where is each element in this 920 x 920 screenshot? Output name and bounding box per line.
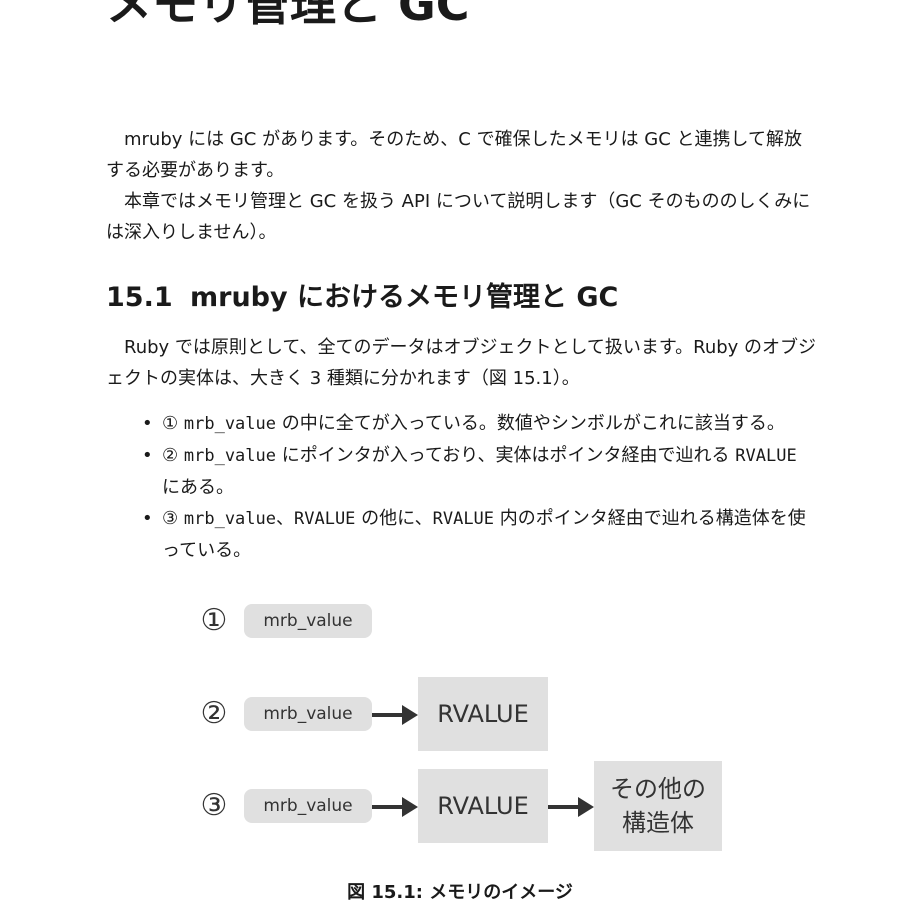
bullet-dot: • (142, 508, 153, 529)
code-mrb-value: mrb_value (183, 414, 276, 434)
bullet-marker: ③ (162, 508, 179, 529)
arrow-icon (548, 797, 594, 817)
section-body: Ruby では原則として、全てのデータはオブジェクトとして扱います。Ruby の… (106, 332, 818, 394)
code-rvalue: RVALUE (432, 509, 495, 529)
row-3-rvalue-box: RVALUE (418, 769, 548, 843)
section-title: mruby におけるメモリ管理と GC (190, 282, 619, 313)
bullet-text: の他に、 (355, 508, 433, 529)
code-rvalue: RVALUE (735, 446, 797, 466)
bullet-marker: ② (162, 445, 179, 466)
intro-paragraph-2: 本章ではメモリ管理と GC を扱う API について説明します（GC そのものの… (106, 191, 811, 243)
figure-caption: 図 15.1: メモリのイメージ (347, 882, 573, 903)
section-paragraph: Ruby では原則として、全てのデータはオブジェクトとして扱います。Ruby の… (106, 337, 817, 389)
bullet-text: にある。 (162, 477, 234, 498)
bullet-text: 内のポインタ経由で辿れる構造体を使っている。 (162, 508, 806, 561)
row-3-marker: ③ (200, 788, 228, 823)
intro-paragraph-1: mruby には GC があります。そのため、C で確保したメモリは GC と連… (106, 129, 803, 181)
other-struct-label-line-2: 構造体 (622, 809, 694, 837)
list-item: • ② mrb_value にポインタが入っており、実体はポインタ経由で辿れる … (106, 440, 818, 503)
bullet-dot: • (142, 445, 153, 466)
arrow-icon (372, 797, 418, 817)
chapter-title: メモリ管理と GC (106, 0, 470, 31)
row-1-mrb-value-box: mrb_value (244, 604, 372, 638)
row-1-marker: ① (200, 603, 228, 638)
list-item: • ① mrb_value の中に全てが入っている。数値やシンボルがこれに該当す… (106, 408, 818, 440)
row-2-rvalue-box: RVALUE (418, 677, 548, 751)
row-3-other-struct-box: その他の 構造体 (594, 761, 722, 851)
arrow-icon (372, 705, 418, 725)
code-rvalue: RVALUE (294, 509, 356, 529)
row-2-mrb-value-box: mrb_value (244, 697, 372, 731)
row-3-mrb-value-box: mrb_value (244, 789, 372, 823)
code-mrb-value: mrb_value (183, 509, 276, 529)
bullet-list: • ① mrb_value の中に全てが入っている。数値やシンボルがこれに該当す… (106, 408, 818, 566)
bullet-marker: ① (162, 413, 179, 434)
memory-figure: ① mrb_value ② mrb_value RVALUE ③ mrb_val… (0, 580, 920, 920)
bullet-text: 、 (276, 508, 294, 529)
bullet-text: にポインタが入っており、実体はポインタ経由で辿れる (276, 445, 736, 466)
row-2-marker: ② (200, 696, 228, 731)
other-struct-label-line-1: その他の (610, 775, 706, 803)
bullet-dot: • (142, 413, 153, 434)
bullet-text: の中に全てが入っている。数値やシンボルがこれに該当する。 (276, 413, 785, 434)
intro: mruby には GC があります。そのため、C で確保したメモリは GC と連… (106, 124, 818, 248)
section-heading: 15.1 mruby におけるメモリ管理と GC (106, 280, 618, 316)
code-mrb-value: mrb_value (183, 446, 276, 466)
list-item: • ③ mrb_value、RVALUE の他に、RVALUE 内のポインタ経由… (106, 503, 818, 566)
section-number: 15.1 (106, 282, 173, 313)
